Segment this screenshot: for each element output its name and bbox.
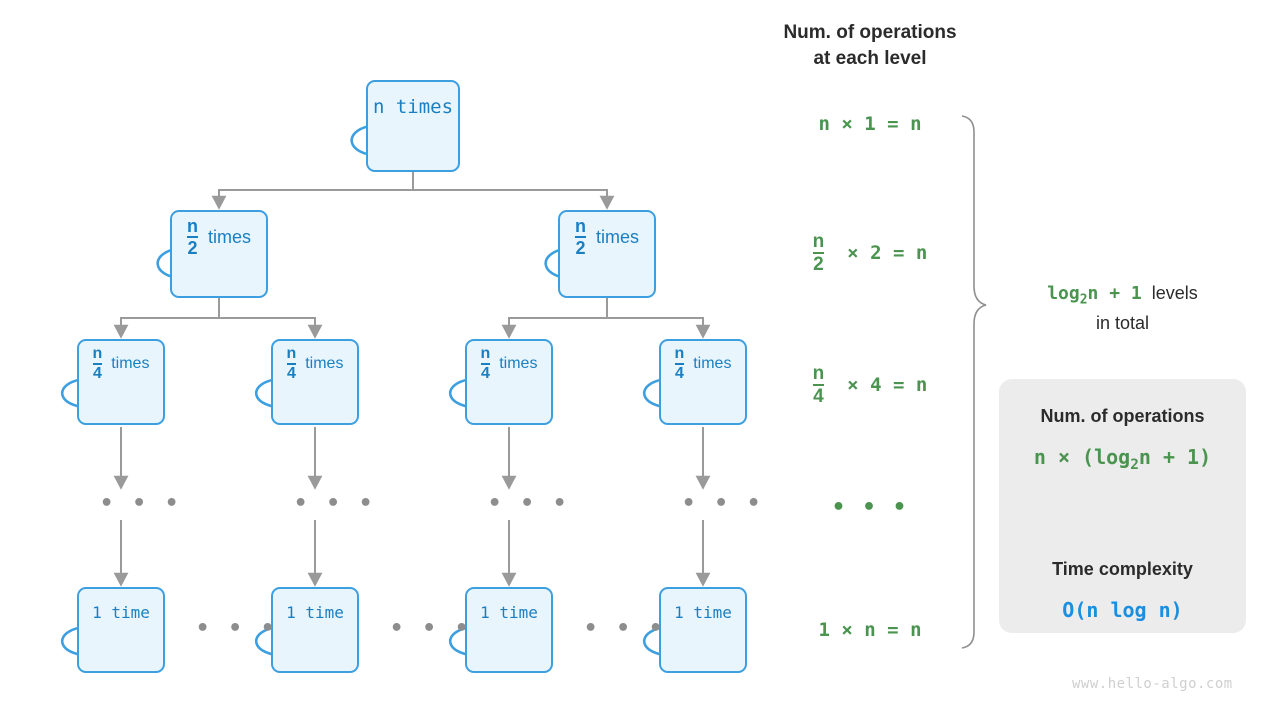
- tree-node-label: 1 time: [480, 602, 538, 622]
- header-line-2: at each level: [813, 47, 927, 69]
- levels-formula: log2n + 1: [1047, 283, 1142, 308]
- header-line-1: Num. of operations: [783, 22, 957, 43]
- summary-panel: Num. of operations n × (log2n + 1) Time …: [999, 379, 1246, 633]
- equation-level1: n × 1 = n: [818, 113, 922, 135]
- tree-node-level1-1[interactable]: n times: [366, 80, 460, 172]
- tree-node-label: 1 time: [92, 602, 150, 622]
- connector-l2-to-l3: [113, 298, 711, 339]
- operations-column-header: Num. of operations at each level: [740, 20, 1000, 71]
- leaf-ellipsis-3: • • •: [584, 616, 666, 641]
- connector-root-to-l2: [211, 172, 615, 210]
- tree-node-level4-4[interactable]: 1 time: [659, 587, 747, 673]
- panel-complexity-title: Time complexity: [1052, 559, 1193, 579]
- leaf-ellipsis-1: • • •: [196, 616, 278, 641]
- connector-l3-to-ellipsis: [113, 427, 711, 490]
- panel-operations-title: Num. of operations: [1040, 406, 1205, 426]
- vertical-ellipsis-2: • • •: [294, 491, 376, 516]
- tree-node-label: 1 time: [286, 602, 344, 622]
- equation-ellipsis: • • •: [831, 495, 909, 520]
- connector-ellipsis-to-l4: [113, 520, 711, 587]
- vertical-ellipsis-4: • • •: [682, 491, 764, 516]
- tree-node-label: n times: [372, 96, 454, 118]
- tree-node-level4-3[interactable]: 1 time: [465, 587, 553, 673]
- equation-level4: 1 × n = n: [818, 619, 922, 641]
- watermark: www.hello-algo.com: [1072, 676, 1233, 692]
- levels-note-line-1: log2n + 1 levels: [1000, 280, 1245, 310]
- tree-node-label: 1 time: [674, 602, 732, 622]
- panel-operations-formula: n × (log2n + 1): [1033, 445, 1212, 473]
- levels-total-note: log2n + 1 levels in total: [1000, 280, 1245, 336]
- panel-complexity-value: O(n log n): [1062, 598, 1183, 622]
- tree-node-level4-2[interactable]: 1 time: [271, 587, 359, 673]
- vertical-ellipsis-1: • • •: [100, 491, 182, 516]
- vertical-ellipsis-3: • • •: [488, 491, 570, 516]
- tree-node-level4-1[interactable]: 1 time: [77, 587, 165, 673]
- levels-note-line-2: in total: [1095, 313, 1150, 334]
- leaf-ellipsis-2: • • •: [390, 616, 472, 641]
- levels-word: levels: [1151, 283, 1198, 303]
